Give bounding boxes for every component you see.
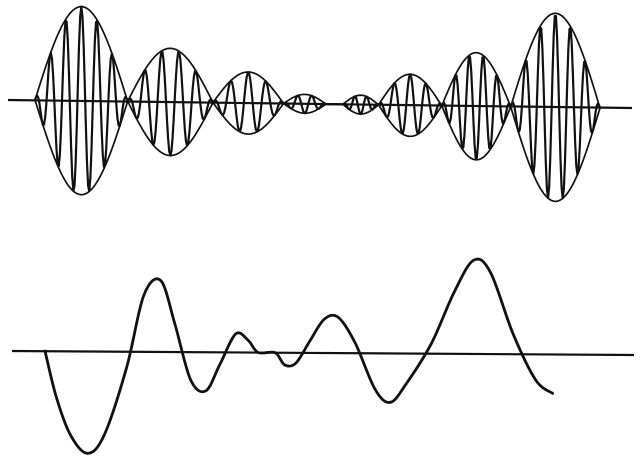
bottom-panel	[11, 257, 635, 455]
top-baseline	[7, 98, 633, 110]
bottom-demodulated-wave	[43, 257, 554, 455]
top-carrier-wave	[33, 5, 602, 200]
top-envelope-upper	[34, 5, 601, 109]
top-panel	[7, 5, 633, 203]
bottom-baseline	[11, 349, 635, 357]
